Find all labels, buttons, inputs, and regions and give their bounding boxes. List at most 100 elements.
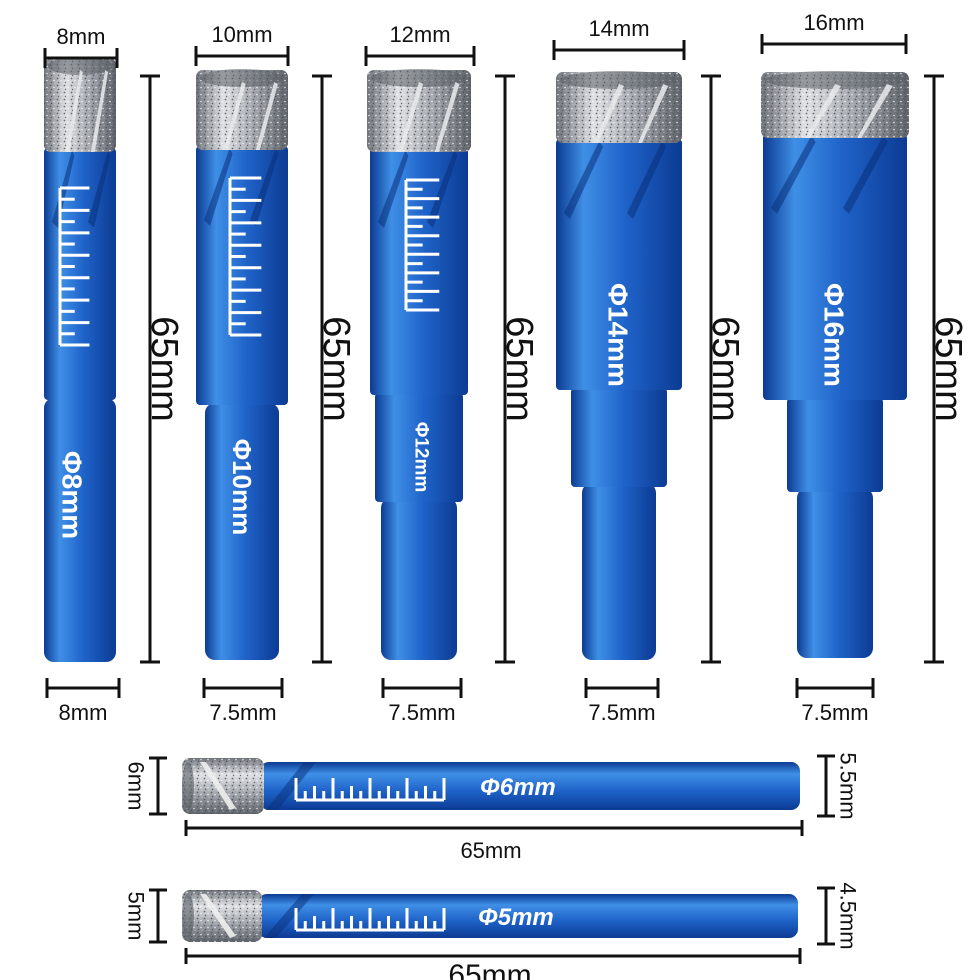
length-dimension bbox=[184, 820, 804, 836]
grit-texture bbox=[556, 72, 682, 143]
spiral-groove bbox=[564, 141, 604, 219]
shank-diameter-label: 5.5mm bbox=[836, 752, 861, 819]
drill-bit-5mm: Φ5mm bbox=[182, 890, 798, 942]
shank bbox=[258, 894, 798, 938]
length-dimension bbox=[701, 74, 721, 664]
shank bbox=[260, 762, 800, 810]
diameter-marking: Φ5mm bbox=[478, 904, 554, 931]
spiral-groove bbox=[204, 148, 233, 226]
diameter-marking: Φ10mm bbox=[227, 439, 257, 536]
length-label: 65mm bbox=[498, 316, 540, 422]
grit-slot bbox=[90, 70, 109, 152]
head-diameter-label: 6mm bbox=[124, 762, 149, 811]
shank-diameter-label: 7.5mm bbox=[209, 700, 276, 725]
grit-texture bbox=[182, 890, 262, 942]
bit-opening bbox=[200, 69, 284, 87]
head-diameter-label: 5mm bbox=[124, 892, 149, 941]
diameter-marking: Φ12mm bbox=[411, 422, 432, 493]
top-diameter-label: 10mm bbox=[211, 22, 272, 47]
diameter-marking: Φ6mm bbox=[480, 774, 556, 801]
bit-opening bbox=[48, 57, 112, 75]
shank-diameter-dimension bbox=[202, 678, 284, 698]
spiral-groove bbox=[88, 150, 111, 228]
spiral-groove bbox=[427, 150, 458, 228]
shank bbox=[205, 403, 279, 660]
bit-opening bbox=[560, 71, 678, 89]
diameter-marking: Φ16mm bbox=[819, 283, 850, 387]
top-diameter-label: 16mm bbox=[803, 10, 864, 35]
bit-opening bbox=[371, 69, 467, 87]
shank bbox=[582, 483, 656, 660]
grit-texture bbox=[761, 72, 909, 138]
bit-body bbox=[44, 148, 116, 400]
grit-slot bbox=[593, 84, 625, 143]
shank-diameter-dimension bbox=[381, 678, 463, 698]
top-diameter-dimension bbox=[552, 40, 686, 60]
depth-scale bbox=[58, 186, 90, 347]
shank-diameter-label: 4.5mm bbox=[836, 882, 861, 949]
grit-slot bbox=[200, 894, 236, 938]
length-label: 65mm bbox=[315, 316, 357, 422]
shank-diameter-dimension bbox=[817, 754, 835, 818]
drill-bit-10mm: Φ10mm bbox=[196, 69, 288, 660]
grit-slot bbox=[223, 82, 246, 150]
drill-bit-6mm: Φ6mm bbox=[182, 758, 800, 814]
grit-slot bbox=[398, 82, 424, 152]
grit-slot bbox=[805, 84, 841, 138]
bit-body bbox=[556, 139, 682, 390]
drill-bit-14mm: Φ14mm bbox=[556, 71, 682, 660]
shank-diameter-dimension bbox=[817, 886, 835, 946]
diameter-marking: Φ8mm bbox=[57, 451, 88, 539]
spiral-groove bbox=[266, 762, 316, 810]
grit-texture bbox=[182, 758, 264, 814]
top-diameter-dimension bbox=[760, 34, 908, 54]
top-diameter-label: 14mm bbox=[588, 16, 649, 41]
shank-diameter-label: 8mm bbox=[59, 700, 108, 725]
length-label: 65mm bbox=[460, 838, 521, 863]
length-dimension bbox=[495, 74, 515, 664]
drill-bit-12mm: Φ12mm bbox=[367, 69, 471, 660]
drill-bit-16mm: Φ16mm bbox=[761, 71, 909, 658]
bit-body bbox=[196, 146, 288, 405]
grit-slot bbox=[434, 82, 460, 152]
shank-diameter-label: 7.5mm bbox=[801, 700, 868, 725]
bit-opening bbox=[182, 762, 194, 810]
spiral-groove bbox=[378, 150, 409, 228]
length-dimension bbox=[140, 74, 160, 664]
shank-diameter-dimension bbox=[795, 678, 875, 698]
bit-opening bbox=[182, 894, 194, 938]
top-diameter-dimension bbox=[364, 46, 476, 66]
length-label: 65mm bbox=[143, 316, 185, 422]
shank bbox=[797, 488, 873, 658]
grit-slot bbox=[200, 762, 236, 810]
grit-slot bbox=[637, 84, 669, 143]
bit-body bbox=[763, 134, 907, 400]
bit-opening bbox=[765, 71, 905, 89]
shank-diameter-dimension bbox=[45, 678, 121, 698]
shank-step bbox=[375, 393, 463, 502]
shank-diameter-label: 7.5mm bbox=[388, 700, 455, 725]
spiral-groove bbox=[771, 136, 816, 214]
shank bbox=[381, 498, 457, 660]
spiral-groove bbox=[627, 141, 667, 219]
shank-diameter-dimension bbox=[584, 678, 660, 698]
length-dimension bbox=[312, 74, 332, 664]
shank-step bbox=[571, 388, 667, 487]
depth-scale bbox=[228, 176, 262, 337]
diameter-marking: Φ14mm bbox=[603, 283, 634, 387]
length-label: 65mm bbox=[448, 959, 531, 980]
grit-slot bbox=[255, 82, 278, 150]
top-diameter-label: 12mm bbox=[389, 22, 450, 47]
spiral-groove bbox=[843, 136, 888, 214]
shank-step bbox=[787, 398, 883, 492]
top-diameter-label: 8mm bbox=[57, 24, 106, 49]
top-diameter-dimension bbox=[194, 46, 290, 66]
top-diameter-dimension bbox=[43, 48, 119, 68]
length-dimension bbox=[924, 74, 944, 664]
spiral-groove bbox=[250, 148, 279, 226]
grit-texture bbox=[367, 70, 471, 152]
head-diameter-dimension bbox=[149, 888, 167, 944]
depth-scale bbox=[404, 178, 440, 312]
drill-bit-8mm: Φ8mm bbox=[44, 57, 116, 662]
